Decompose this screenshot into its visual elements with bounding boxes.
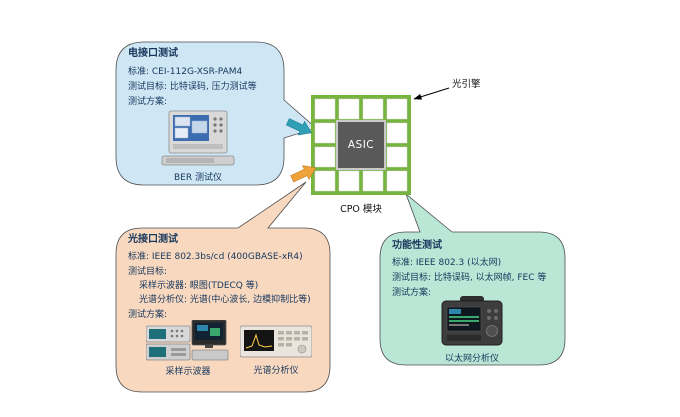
optical-plan: 测试方案: <box>128 310 168 320</box>
optical-arrow <box>290 165 317 183</box>
asic-label: ASIC <box>347 139 375 151</box>
electrical-arrow <box>285 118 312 136</box>
optical-engine-label: 光引擎 <box>452 79 481 90</box>
cpo-module-graphic <box>311 95 411 195</box>
optical-standard: 标准: IEEE 802.3bs/cd (400GBASE-xR4) <box>128 252 303 262</box>
functional-plan: 测试方案: <box>392 288 432 298</box>
functional-title: 功能性测试 <box>392 240 442 251</box>
ethernet-analyzer-caption: 以太网分析仪 <box>444 354 499 364</box>
ethernet-analyzer-image <box>441 296 503 346</box>
optical-target-item-oscilloscope: 采样示波器: 眼图(TDECQ 等) <box>139 281 259 291</box>
optical-title: 光接口测试 <box>128 234 178 245</box>
spectrum-analyzer-image <box>240 325 312 358</box>
sampling-oscilloscope-caption: 采样示波器 <box>165 367 211 377</box>
electrical-plan: 测试方案: <box>128 97 168 107</box>
spectrum-analyzer-caption: 光谱分析仪 <box>253 366 299 376</box>
electrical-target: 测试目标: 比特误码, 压力测试等 <box>128 82 257 92</box>
electrical-title: 电接口测试 <box>128 48 178 59</box>
functional-standard: 标准: IEEE 802.3 (以太网) <box>392 258 502 268</box>
electrical-standard: 标准: CEI-112G-XSR-PAM4 <box>128 67 243 77</box>
asic-die <box>336 120 386 170</box>
optical-engine-squares <box>314 98 408 192</box>
optical-target: 测试目标: <box>128 267 168 277</box>
cpo-module-label: CPO 模块 <box>340 204 382 215</box>
optical-target-item-spectrum: 光谱分析仪: 光谱(中心波长, 边模抑制比等) <box>139 295 311 305</box>
sampling-oscilloscope-image <box>146 320 229 361</box>
engine-pointer-arrow <box>413 87 450 100</box>
ber-tester-caption: BER 测试仪 <box>174 173 222 183</box>
functional-bubble-shape <box>379 192 566 366</box>
functional-target: 测试目标: 比特误码, 以太网帧, FEC 等 <box>392 273 547 283</box>
ber-tester-image <box>161 110 235 166</box>
